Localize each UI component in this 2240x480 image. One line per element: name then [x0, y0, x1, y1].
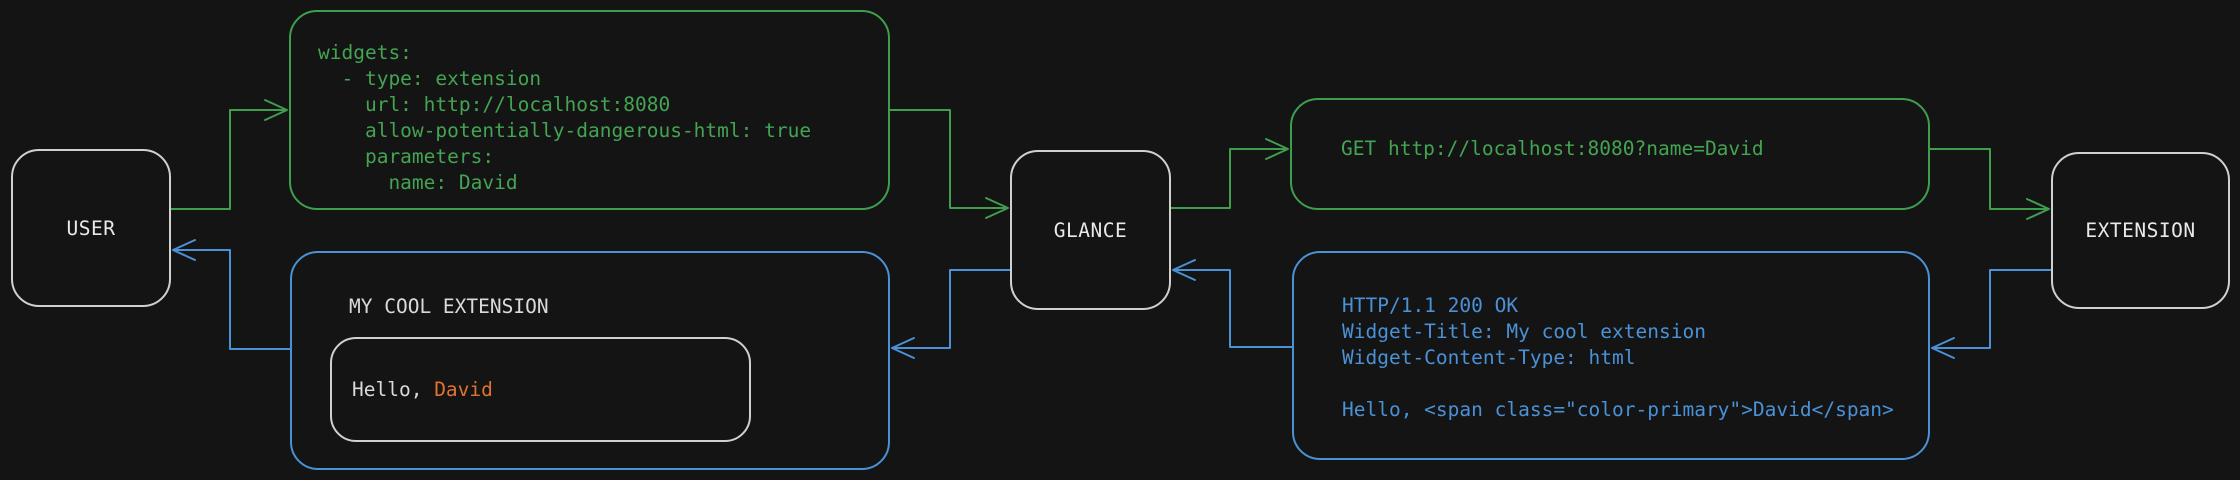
node-glance-label: GLANCE [1053, 218, 1128, 242]
node-glance: GLANCE [1010, 150, 1171, 310]
request-text: GET http://localhost:8080?name=David [1341, 137, 1764, 160]
hello-prefix-text: Hello, [352, 378, 435, 401]
arrow-extension-to-response [1931, 269, 2052, 359]
arrow-user-to-config [170, 99, 288, 210]
response-text: HTTP/1.1 200 OK Widget-Title: My cool ex… [1342, 294, 1894, 421]
hello-name-text: David [434, 378, 493, 401]
arrow-glance-to-request [1170, 138, 1289, 209]
config-yaml-text: widgets: - type: extension url: http://l… [318, 41, 812, 194]
arrow-request-to-extension [1929, 148, 2050, 220]
arrow-glance-to-widget [891, 269, 1011, 359]
request-message-box [1290, 98, 1930, 210]
arrow-widget-to-user [172, 239, 291, 350]
node-extension: EXTENSION [2051, 152, 2230, 309]
widget-title: MY COOL EXTENSION [349, 295, 549, 318]
widget-hello-text: Hello, David [332, 378, 493, 401]
widget-hello-card: Hello, David [330, 337, 751, 442]
arrow-response-to-glance [1172, 259, 1293, 348]
node-user-label: USER [66, 216, 116, 240]
response-message-box [1292, 251, 1930, 460]
config-message-box [289, 10, 890, 210]
widget-preview-box [290, 251, 890, 470]
node-user: USER [11, 149, 171, 307]
node-extension-label: EXTENSION [2085, 219, 2196, 242]
arrow-config-to-glance [889, 109, 1009, 219]
